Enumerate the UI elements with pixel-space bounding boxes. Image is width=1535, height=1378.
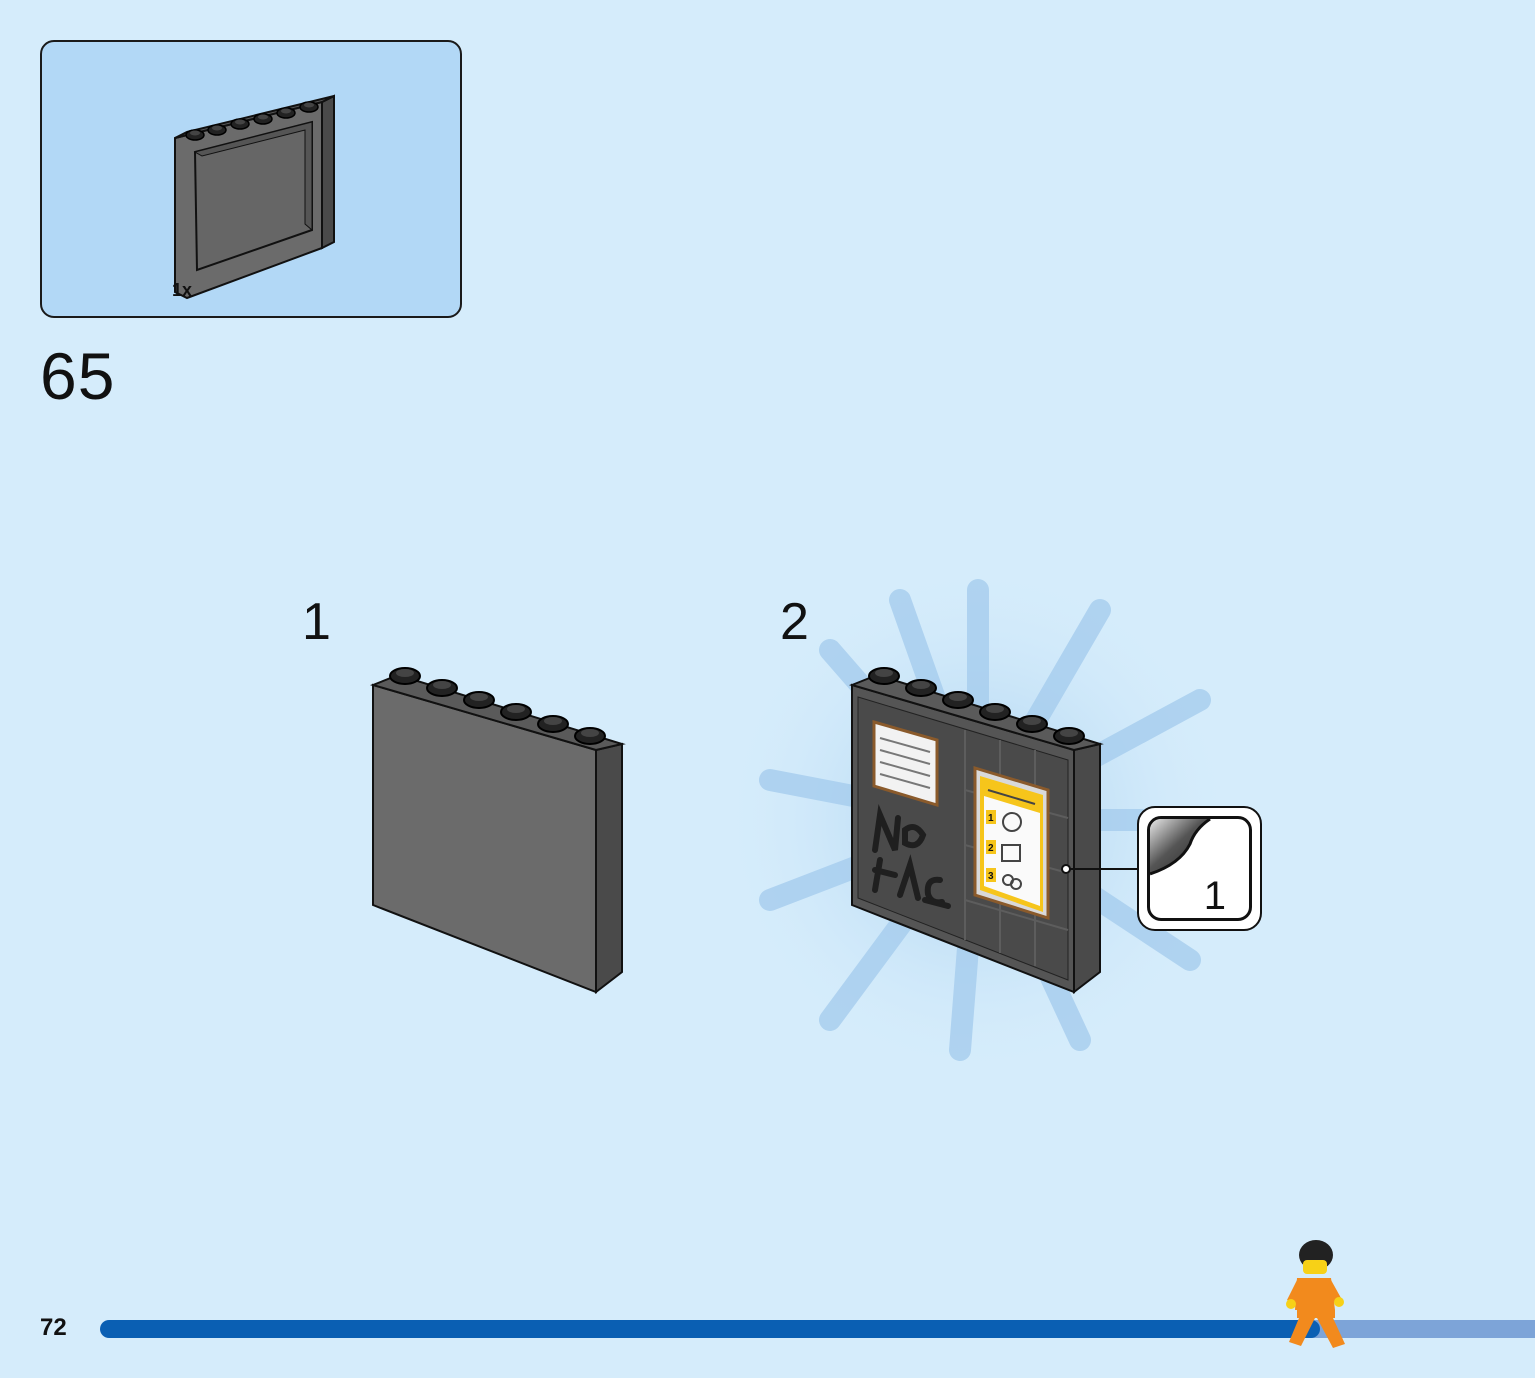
minifigure-icon — [1286, 1240, 1345, 1348]
parts-callout: 1x — [40, 40, 462, 318]
poster-row-3: 3 — [986, 868, 1022, 890]
poster-row-1: 1 — [986, 810, 1022, 832]
svg-text:1: 1 — [988, 813, 994, 824]
sticker-sheet-icon — [1147, 816, 1252, 921]
svg-text:3: 3 — [988, 871, 994, 882]
part-quantity: 1x — [172, 280, 193, 300]
sticker-callout: 1 — [1137, 806, 1262, 931]
svg-text:2: 2 — [988, 843, 994, 854]
panel-wall-icon — [174, 94, 335, 300]
progress-bar — [100, 1320, 1535, 1338]
poster-row-2: 2 — [986, 840, 1021, 862]
progress-fill — [100, 1320, 1320, 1338]
sticker-pointer — [1061, 864, 1137, 874]
brick-plain-wall — [369, 667, 626, 995]
step-number: 65 — [40, 339, 116, 413]
substep-label-1: 1 — [302, 593, 331, 651]
page-number: 72 — [40, 1314, 67, 1341]
brick-stickered-wall: 1 2 3 — [848, 667, 1104, 995]
graffiti — [872, 803, 951, 909]
sticker-number: 1 — [1203, 874, 1226, 918]
